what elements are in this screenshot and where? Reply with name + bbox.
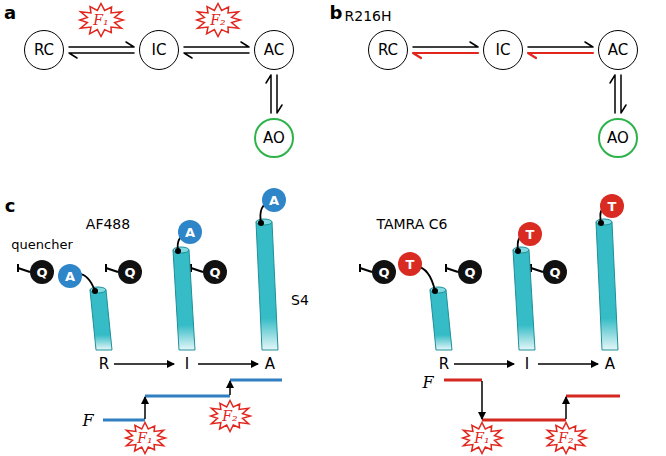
- node-text: Q: [378, 266, 389, 279]
- quencher-circle: Q: [458, 260, 482, 284]
- state-circle: RC: [24, 30, 64, 70]
- quencher-circle: Q: [372, 260, 396, 284]
- annotation-label: R: [439, 355, 449, 373]
- node-text: F₁: [137, 431, 152, 445]
- dye-tether: [76, 203, 608, 291]
- state-circle: AC: [598, 30, 638, 70]
- af488-dye: A: [178, 220, 202, 244]
- af488-dye: A: [58, 264, 82, 288]
- af488-dye: A: [262, 188, 286, 212]
- fluorescence-trace: [103, 380, 620, 420]
- node-text: AC: [608, 43, 628, 58]
- node-text: RC: [34, 43, 54, 58]
- annotation-label: I: [185, 355, 189, 373]
- node-text: IC: [496, 43, 511, 58]
- flash-starburst: F₁: [76, 2, 126, 38]
- annotation-label: TAMRA C6: [377, 216, 448, 232]
- s4-helix: [90, 219, 618, 350]
- node-text: T: [526, 228, 535, 241]
- equilibrium-arrow: [610, 75, 626, 113]
- flash-starburst: F₂: [543, 421, 589, 455]
- annotation-label: I: [525, 355, 529, 373]
- node-text: Q: [124, 266, 135, 279]
- quencher-circle: Q: [118, 260, 142, 284]
- node-text: Q: [209, 266, 220, 279]
- state-circle: IC: [139, 30, 179, 70]
- node-text: AO: [263, 131, 285, 146]
- node-text: T: [608, 200, 617, 213]
- quencher-circle: Q: [203, 260, 227, 284]
- node-text: F₂: [222, 409, 237, 423]
- node-text: Q: [464, 266, 475, 279]
- node-text: AO: [607, 131, 629, 146]
- equilibrium-arrow: [528, 42, 593, 58]
- annotation-label: quencher: [11, 237, 72, 252]
- panel-letter: b: [330, 2, 343, 23]
- node-text: F₁: [93, 13, 108, 27]
- node-text: A: [185, 226, 195, 239]
- flash-starburst: F₁: [459, 421, 505, 455]
- node-text: F₂: [210, 13, 225, 27]
- equilibrium-arrow: [69, 42, 134, 58]
- state-circle: RC: [368, 30, 408, 70]
- panel-letter: c: [5, 195, 16, 216]
- annotation-label: F: [82, 411, 93, 430]
- node-text: IC: [152, 43, 167, 58]
- equilibrium-arrow: [184, 42, 249, 58]
- node-text: A: [269, 194, 279, 207]
- node-text: T: [406, 258, 415, 271]
- annotation-label: AF488: [86, 216, 130, 232]
- open-state-circle: AO: [598, 118, 638, 158]
- flash-starburst: F₂: [193, 2, 243, 38]
- attachment-dot: [92, 220, 604, 294]
- annotation-label: A: [605, 355, 615, 373]
- panel-letter: a: [4, 2, 16, 23]
- flash-starburst: F₁: [122, 421, 168, 455]
- annotation-label: R: [99, 355, 109, 373]
- state-circle: IC: [483, 30, 523, 70]
- tamra-dye: T: [600, 194, 624, 218]
- node-text: AC: [264, 43, 284, 58]
- annotation-label: F: [422, 373, 433, 392]
- state-circle: AC: [254, 30, 294, 70]
- annotation-label: S4: [291, 292, 309, 308]
- open-state-circle: AO: [254, 118, 294, 158]
- annotation-label: R216H: [345, 8, 392, 24]
- node-text: RC: [378, 43, 398, 58]
- node-text: Q: [549, 266, 560, 279]
- node-text: Q: [36, 266, 47, 279]
- annotation-label: A: [265, 355, 275, 373]
- node-text: F₂: [558, 431, 573, 445]
- quencher-circle: Q: [543, 260, 567, 284]
- equilibrium-arrow: [413, 42, 478, 58]
- step-arrow: [145, 381, 566, 419]
- quencher-circle: Q: [30, 260, 54, 284]
- node-text: A: [65, 270, 75, 283]
- flash-starburst: F₂: [207, 399, 253, 433]
- node-text: F₁: [474, 431, 489, 445]
- equilibrium-arrow: [266, 75, 282, 113]
- tamra-dye: T: [398, 252, 422, 276]
- tamra-dye: T: [518, 222, 542, 246]
